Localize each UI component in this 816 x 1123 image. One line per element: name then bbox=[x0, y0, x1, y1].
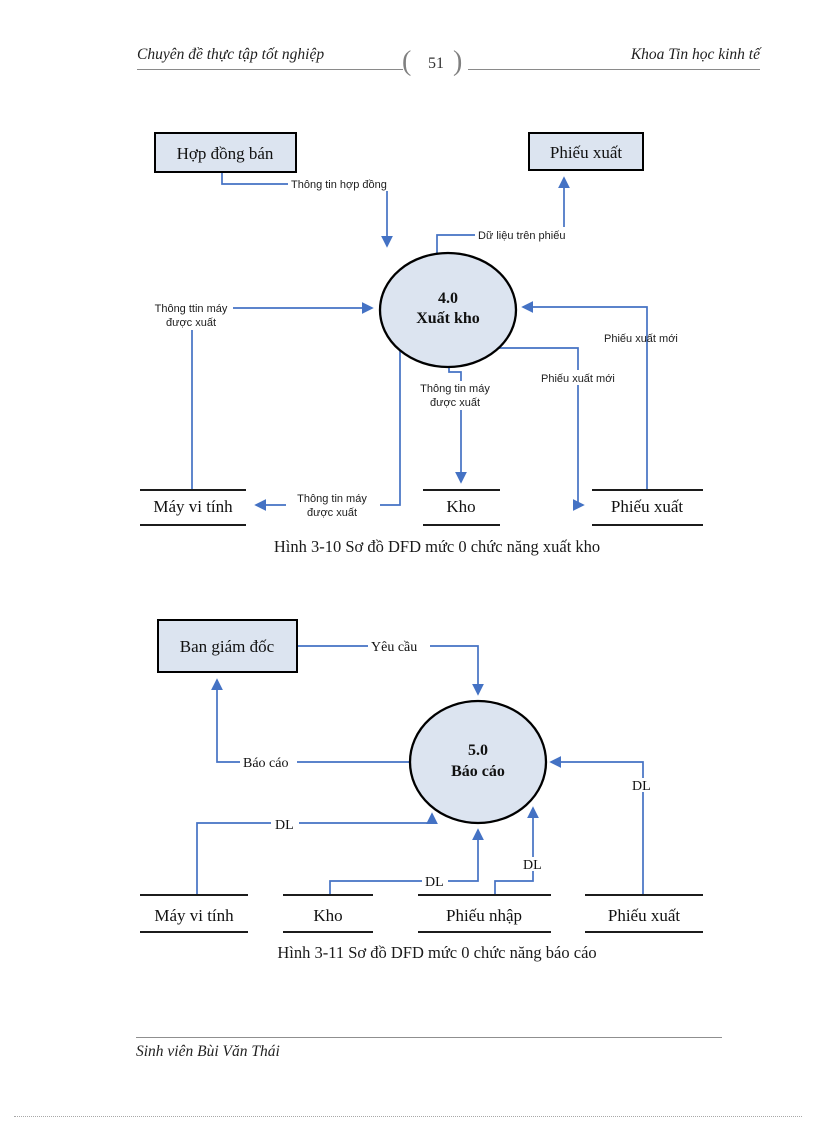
flow-line-dl-may-vi-tinh bbox=[196, 812, 438, 895]
page-number: 51 bbox=[428, 55, 444, 72]
figure-caption-3-11: Hình 3-11 Sơ đồ DFD mức 0 chức năng báo … bbox=[277, 943, 597, 962]
flow-label-ttm-kho-1: Thông tin máy bbox=[420, 383, 490, 395]
label-bg bbox=[240, 754, 297, 769]
flow-line-phieu-xuat-to-process bbox=[521, 301, 648, 489]
process-5-bao-cao: 5.0 Báo cáo bbox=[408, 699, 548, 825]
data-store-may-vi-tinh: Máy vi tính bbox=[140, 489, 246, 526]
data-store-kho: Kho bbox=[423, 489, 500, 526]
header-left-title: Chuyên đề thực tập tốt nghiệp bbox=[137, 46, 325, 63]
header-right-title: Khoa Tin học kinh tế bbox=[630, 46, 760, 63]
store-label-kho: Kho bbox=[446, 497, 475, 516]
data-store-kho: Kho bbox=[283, 894, 373, 933]
data-store-phieu-xuat: Phiếu xuất bbox=[585, 894, 703, 933]
store-label-phieu-nhap: Phiếu nhập bbox=[446, 906, 522, 925]
flow-label-dl-may-vi-tinh: DL bbox=[275, 818, 294, 833]
dfd-diagram-xuat-kho: Thông tin hợp đồng Dữ liệu trên phiếu Th… bbox=[140, 132, 703, 526]
label-bg bbox=[538, 370, 630, 385]
entity-label-phieu-xuat: Phiếu xuất bbox=[550, 143, 623, 162]
figure-caption-3-10: Hình 3-10 Sơ đồ DFD mức 0 chức năng xuất… bbox=[273, 537, 601, 556]
dfd-diagram-bao-cao: Yêu cầu Báo cáo DL DL DL DL Ban giám đốc… bbox=[140, 619, 703, 933]
label-bg bbox=[475, 227, 577, 242]
store-label-may-vi-tinh: Máy vi tính bbox=[154, 906, 234, 925]
flow-label-dl-kho: DL bbox=[425, 875, 444, 890]
store-label-phieu-xuat: Phiếu xuất bbox=[608, 906, 681, 925]
store-label-may-vi-tinh: Máy vi tính bbox=[153, 497, 233, 516]
flow-label-phieu-xuat-moi-lower: Phiếu xuất mới bbox=[541, 373, 615, 385]
data-store-phieu-xuat: Phiếu xuất bbox=[592, 489, 703, 526]
process-number: 5.0 bbox=[468, 742, 488, 759]
flow-line-dl-phieu-nhap bbox=[494, 806, 539, 895]
process-name: Xuất kho bbox=[416, 310, 480, 327]
flow-label-thong-tin-hop-dong: Thông tin hợp đồng bbox=[291, 179, 387, 191]
flow-label-dl-phieu-xuat: DL bbox=[632, 779, 651, 794]
header-rule-left bbox=[137, 69, 403, 70]
entity-label-hop-dong-ban: Hợp đồng bán bbox=[177, 144, 274, 163]
entity-label-ban-giam-doc: Ban giám đốc bbox=[180, 637, 275, 656]
label-bg bbox=[519, 857, 547, 871]
flow-label-thong-ttin-may-1: Thông ttin máy bbox=[155, 303, 228, 315]
flow-line-yeu-cau bbox=[297, 645, 484, 696]
footer-author: Sinh viên Bùi Văn Thái bbox=[136, 1043, 280, 1060]
label-bg bbox=[422, 874, 448, 888]
label-bg bbox=[286, 491, 380, 520]
flow-label-bao-cao: Báo cáo bbox=[243, 756, 288, 771]
page-number-brace-left: ( bbox=[402, 46, 412, 77]
label-bg bbox=[629, 778, 657, 792]
flow-line-dl-phieu-xuat bbox=[549, 756, 644, 895]
flow-line-process-to-phieu-xuat bbox=[499, 347, 585, 511]
external-entity-ban-giam-doc: Ban giám đốc bbox=[157, 619, 298, 673]
header-rule-right bbox=[468, 69, 760, 70]
flow-line-dl-kho bbox=[329, 828, 484, 895]
process-name: Báo cáo bbox=[451, 763, 505, 780]
flow-label-thong-ttin-may-2: được xuất bbox=[166, 317, 216, 329]
label-bg bbox=[271, 817, 299, 831]
flow-line-process-to-kho bbox=[448, 367, 467, 484]
flow-label-ttm-kho-2: được xuất bbox=[430, 397, 480, 409]
external-entity-hop-dong-ban: Hợp đồng bán bbox=[154, 132, 297, 173]
flow-label-dl-phieu-nhap: DL bbox=[523, 858, 542, 873]
external-entity-phieu-xuat: Phiếu xuất bbox=[528, 132, 644, 171]
flow-label-yeu-cau: Yêu cầu bbox=[371, 640, 417, 655]
data-store-phieu-nhap: Phiếu nhập bbox=[418, 894, 551, 933]
process-4-xuat-kho: 4.0 Xuất kho bbox=[378, 251, 518, 369]
flow-line-bao-cao bbox=[211, 678, 410, 763]
label-bg bbox=[288, 176, 394, 191]
process-number: 4.0 bbox=[438, 290, 458, 307]
store-label-phieu-xuat: Phiếu xuất bbox=[611, 497, 684, 516]
flow-line-du-lieu-tren-phieu bbox=[436, 176, 570, 254]
flow-label-ttm-mvt-2: được xuất bbox=[307, 507, 357, 519]
footer-rule bbox=[136, 1037, 722, 1038]
store-label-kho: Kho bbox=[313, 906, 342, 925]
flow-label-du-lieu-tren-phieu: Dữ liệu trên phiếu bbox=[478, 230, 565, 242]
flow-label-ttm-mvt-1: Thông tin máy bbox=[297, 493, 367, 505]
flow-label-phieu-xuat-moi-upper: Phiếu xuất mới bbox=[604, 333, 678, 345]
page-bottom-dotted-rule bbox=[14, 1116, 802, 1117]
label-bg bbox=[368, 639, 430, 654]
label-bg bbox=[410, 381, 502, 410]
flow-line-process-to-may-vi-tinh bbox=[254, 350, 401, 511]
page-number-brace-right: ) bbox=[453, 46, 463, 77]
data-store-may-vi-tinh: Máy vi tính bbox=[140, 894, 248, 933]
